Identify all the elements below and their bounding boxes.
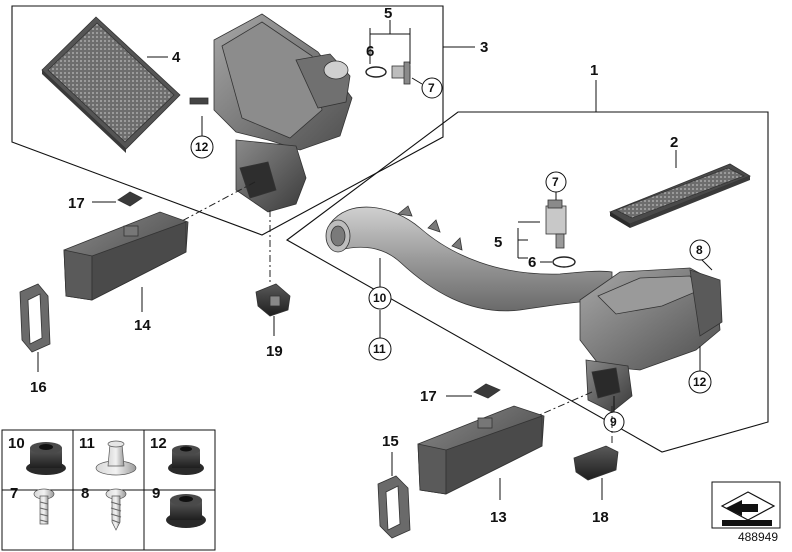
callout-5-right: 5	[494, 234, 502, 251]
assembly-3-frame	[11, 5, 444, 236]
callout-11-circle	[368, 337, 392, 361]
grommet-9-icon	[166, 494, 206, 528]
callout-4: 4	[172, 49, 181, 66]
intake-silencer-housing-top	[189, 13, 353, 213]
callout-6-top: 6	[366, 43, 374, 60]
callout-16: 16	[30, 379, 47, 396]
callout-15: 15	[382, 433, 399, 450]
callout-12-right-circle	[688, 370, 712, 394]
expanding-rivet-11-icon	[95, 440, 137, 476]
orientation-arrow-icon	[711, 481, 781, 529]
callout-7-top-circle	[421, 77, 443, 99]
callout-1: 1	[590, 62, 598, 79]
intake-snorkel-13	[417, 405, 545, 495]
intake-silencer-housing-right	[579, 267, 723, 413]
grid-label-11: 11	[79, 435, 95, 452]
grid-label-9: 9	[152, 485, 160, 502]
rubber-pad-17-top	[117, 191, 143, 207]
self-tapping-screw-8-icon	[105, 488, 127, 531]
callout-7-right-circle	[545, 171, 567, 193]
grid-label-12: 12	[150, 435, 167, 452]
callout-6-right: 6	[528, 254, 536, 271]
seal-frame-15	[377, 475, 411, 539]
callout-11: 11	[373, 342, 386, 356]
grid-label-7: 7	[10, 485, 18, 502]
bracket-18	[573, 445, 619, 481]
callout-8-circle	[689, 239, 711, 261]
grid-label-8: 8	[81, 485, 89, 502]
catalog-number: 488949	[737, 530, 778, 544]
intake-pipe	[325, 205, 613, 312]
callout-9-circle	[603, 411, 625, 433]
fastener-grid: 10 11 12 7 8 9	[1, 429, 216, 551]
callout-19: 19	[266, 343, 283, 360]
callout-7-top: 7	[428, 81, 435, 95]
callout-9: 9	[610, 415, 617, 429]
callout-5-top: 5	[384, 5, 392, 22]
intake-snorkel-14	[63, 211, 189, 301]
callout-3: 3	[480, 39, 488, 56]
callout-14: 14	[134, 317, 151, 334]
sensor-5-top	[391, 61, 411, 85]
callout-12-top: 12	[195, 140, 209, 154]
callout-13: 13	[490, 509, 507, 526]
air-filter-element-4	[41, 16, 181, 153]
grommet-10-icon	[26, 442, 66, 475]
callout-12-right: 12	[693, 375, 707, 389]
air-filter-element-2	[609, 163, 751, 228]
bracket-19	[255, 283, 291, 317]
callout-8: 8	[696, 243, 703, 257]
o-ring-6-top	[365, 66, 387, 78]
callout-17-right: 17	[420, 388, 437, 405]
callout-7-right: 7	[552, 175, 559, 189]
callout-18: 18	[592, 509, 609, 526]
grid-label-10: 10	[8, 435, 25, 452]
callout-17-top: 17	[68, 195, 85, 212]
callout-12-top-circle	[190, 135, 214, 159]
o-ring-6-right	[552, 256, 576, 268]
assembly-1-frame	[285, 111, 769, 453]
callout-10: 10	[373, 291, 387, 305]
mass-air-flow-sensor-5	[545, 199, 567, 249]
callout-10-circle	[368, 286, 392, 310]
callout-2: 2	[670, 134, 678, 151]
grommet-12-icon	[168, 445, 204, 475]
screw-7-icon	[33, 488, 55, 525]
seal-frame-16	[19, 283, 51, 353]
rubber-pad-17-right	[473, 383, 501, 399]
